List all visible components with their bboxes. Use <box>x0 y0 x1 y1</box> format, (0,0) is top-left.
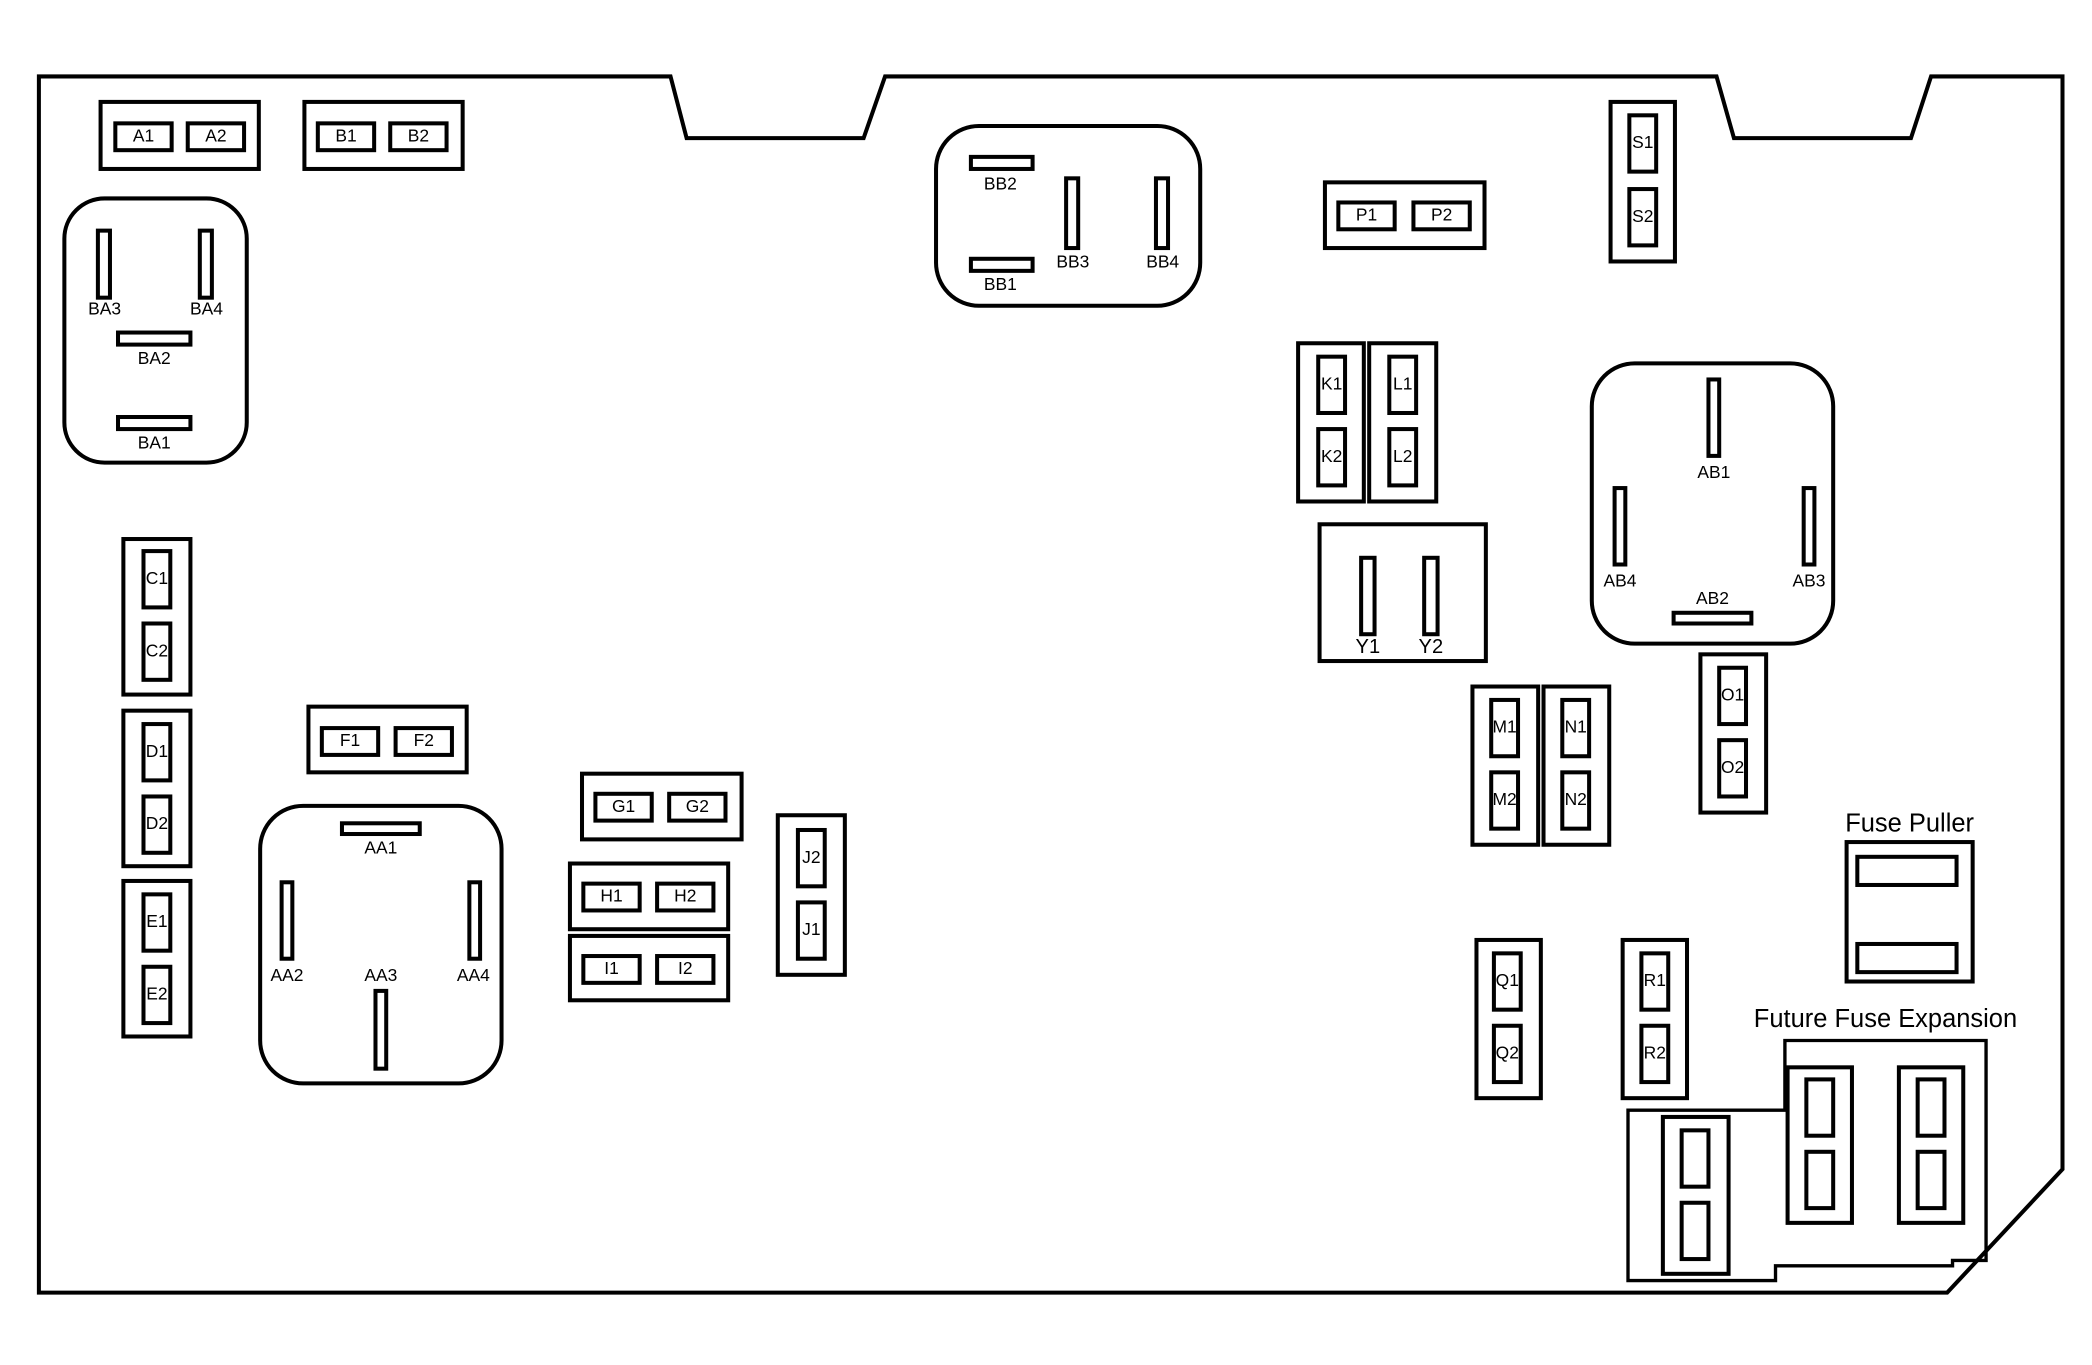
fuse-label: F1 <box>340 730 360 750</box>
terminal-label: AA1 <box>364 837 397 857</box>
future-fuse-expansion: Future Fuse Expansion <box>1626 1005 2017 1283</box>
fuse-label: D1 <box>146 741 168 761</box>
terminal-label: AB4 <box>1603 571 1636 591</box>
fuse-pair-r: R1 R2 <box>1620 937 1690 1101</box>
diode-block-y: Y1 Y2 <box>1317 522 1488 664</box>
terminal-label: BA4 <box>190 298 223 318</box>
fuse-pair-o: O1 O2 <box>1698 652 1769 815</box>
terminal-label: AA3 <box>364 965 397 985</box>
fuse-label: O2 <box>1721 757 1744 777</box>
fuse-label: C2 <box>146 640 168 660</box>
fuse-label: E1 <box>146 911 167 931</box>
fuse-pair-g: G1 G2 <box>579 771 744 842</box>
fuse-label: I2 <box>678 958 693 978</box>
fuse-label: H1 <box>600 886 622 906</box>
fuse-pair-q: Q1 Q2 <box>1474 937 1543 1101</box>
terminal-label: AB1 <box>1697 462 1730 482</box>
relay-bb: BB2 BB3 BB4 BB1 <box>934 124 1203 308</box>
fuse-label: O1 <box>1721 685 1744 705</box>
fuse-pair-f: F1 F2 <box>306 704 469 775</box>
fuse-label: C1 <box>146 568 168 588</box>
terminal-label: BB1 <box>984 274 1017 294</box>
fuse-pair-n: N1 N2 <box>1541 684 1612 847</box>
fuse-label: N2 <box>1565 789 1587 809</box>
fuse-label: B2 <box>408 125 429 145</box>
terminal-label: AB2 <box>1696 588 1729 608</box>
fuse-pair-p: P1 P2 <box>1322 180 1487 251</box>
fuse-label: P2 <box>1431 204 1452 224</box>
fuse-label: G2 <box>686 796 709 816</box>
terminal-label: BA3 <box>88 298 121 318</box>
fuse-label: K2 <box>1321 446 1342 466</box>
fuse-pair-c: C1 C2 <box>121 537 193 697</box>
fuse-pair-i: I1 I2 <box>567 933 731 1003</box>
fuse-pair-s: S1 S2 <box>1608 99 1677 264</box>
fuse-label: A1 <box>133 125 154 145</box>
fuse-label: K1 <box>1321 373 1342 393</box>
fuse-label: L1 <box>1393 373 1412 393</box>
terminal-label: BB2 <box>984 174 1017 194</box>
fuse-label: N1 <box>1565 717 1587 737</box>
fuse-pair-m: M1 M2 <box>1470 684 1541 847</box>
fuse-label: J1 <box>802 919 820 939</box>
terminal-label: AB3 <box>1793 571 1826 591</box>
fuse-pair-a: A1 A2 <box>98 99 261 171</box>
relay-ba: BA3 BA4 BA2 BA1 <box>62 196 249 465</box>
terminal-label: BB4 <box>1146 251 1179 271</box>
fuse-label: F2 <box>414 730 434 750</box>
fuse-label: S2 <box>1632 206 1653 226</box>
fuse-pair-l: L1 L2 <box>1367 341 1439 504</box>
fuse-label: B1 <box>335 125 356 145</box>
fuse-pair-h: H1 H2 <box>567 861 731 932</box>
fuse-label: A2 <box>205 125 226 145</box>
fuse-box-outline <box>36 74 2065 1295</box>
fuse-pair-k: K1 K2 <box>1296 341 1366 504</box>
terminal-label: Y1 <box>1356 636 1381 658</box>
fuse-label: L2 <box>1393 446 1412 466</box>
fuse-puller: Fuse Puller <box>1844 809 1975 984</box>
fuse-label: Q2 <box>1496 1043 1519 1063</box>
fuse-label: H2 <box>674 886 696 906</box>
fuse-pair-d: D1 D2 <box>121 708 193 869</box>
fuse-pair-b: B1 B2 <box>302 99 465 171</box>
terminal-label: BB3 <box>1056 251 1089 271</box>
future-fuse-expansion-label: Future Fuse Expansion <box>1754 1005 2017 1033</box>
fuse-label: Q1 <box>1496 970 1519 990</box>
fuse-label: D2 <box>146 813 168 833</box>
fuse-label: R2 <box>1644 1043 1666 1063</box>
fuse-pair-j: J2 J1 <box>775 813 847 977</box>
fuse-puller-label: Fuse Puller <box>1845 809 1974 837</box>
fuse-label: R1 <box>1644 970 1666 990</box>
fuse-label: M2 <box>1493 789 1517 809</box>
terminal-label: AA2 <box>271 965 304 985</box>
fuse-label: M1 <box>1493 717 1517 737</box>
fuse-pair-e: E1 E2 <box>121 878 193 1039</box>
fuse-label: E2 <box>146 984 167 1004</box>
fuse-label: J2 <box>802 847 820 867</box>
terminal-label: BA2 <box>138 348 171 368</box>
fuse-label: S1 <box>1632 132 1653 152</box>
fuse-label: P1 <box>1356 204 1377 224</box>
fuse-label: G1 <box>612 796 635 816</box>
relay-aa: AA1 AA2 AA3 AA4 <box>258 803 504 1086</box>
relay-ab: AB1 AB4 AB3 AB2 <box>1589 361 1836 646</box>
fuse-label: I1 <box>604 958 619 978</box>
terminal-label: Y2 <box>1419 636 1444 658</box>
terminal-label: AA4 <box>457 965 490 985</box>
terminal-label: BA1 <box>138 432 171 452</box>
